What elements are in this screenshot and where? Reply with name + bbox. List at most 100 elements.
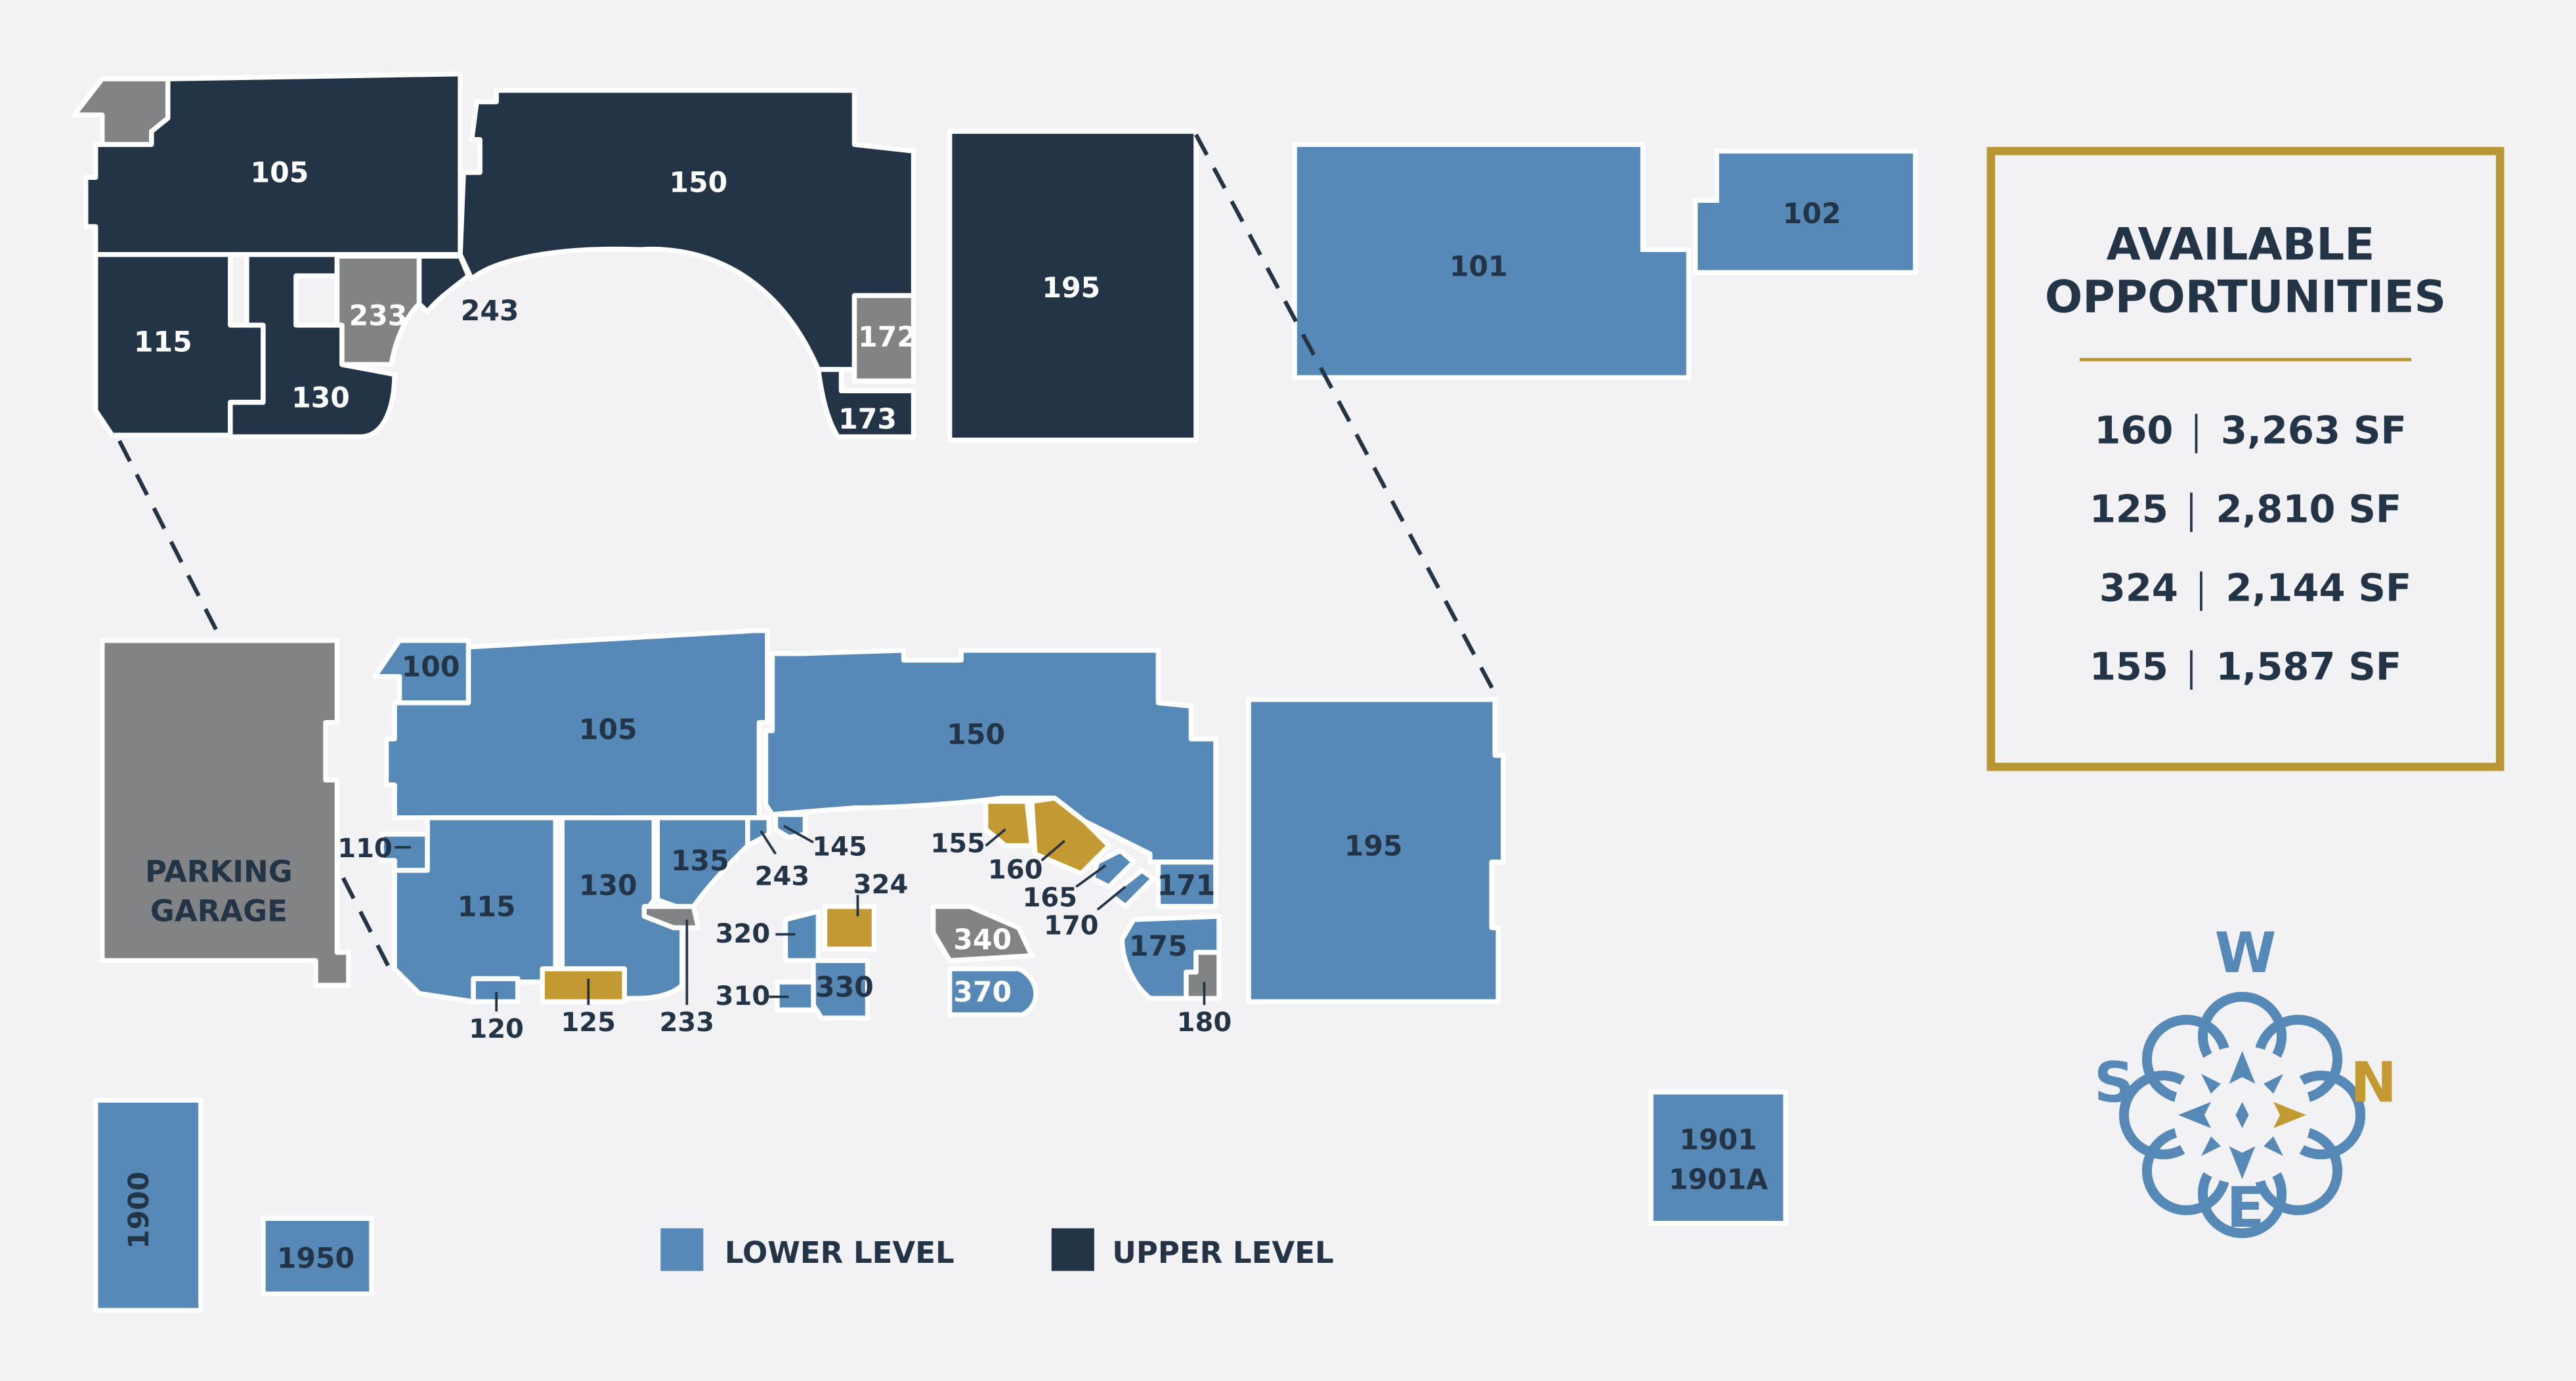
compass-top: W — [2215, 921, 2277, 986]
row-125-area: 2,810 SF — [2216, 488, 2402, 532]
lower-unit-310[interactable] — [775, 979, 816, 1013]
upper-unit-243[interactable] — [416, 253, 471, 315]
label-1900: 1900 — [123, 1172, 156, 1249]
building-1901[interactable] — [1648, 1089, 1788, 1226]
lower-level-labels: 100 105 150 195 110 115 130 135 145 243 … — [145, 652, 1402, 1044]
upper-unit-172[interactable] — [851, 293, 916, 384]
upper-unit-130[interactable] — [228, 252, 397, 440]
lower-unit-125[interactable] — [540, 966, 628, 1004]
compass-letters: W N E S — [2094, 921, 2397, 1241]
upper-level-labels: 105 150 195 115 130 233 243 172 173 — [134, 158, 1100, 436]
label-1901A: 1901A — [1669, 1164, 1768, 1196]
upper-label-172: 172 — [858, 322, 916, 354]
upper-label-173: 173 — [838, 404, 897, 436]
panel-title-line2: OPPORTUNITIES — [2045, 270, 2446, 322]
label-101: 101 — [1449, 251, 1508, 283]
lower-label-370: 370 — [953, 977, 1012, 1009]
label-1901: 1901 — [1679, 1124, 1757, 1157]
row-155-unit: 155 — [2090, 645, 2168, 689]
label-102: 102 — [1783, 198, 1841, 230]
upper-right-blocks — [1292, 142, 1918, 381]
upper-unit-150[interactable] — [458, 87, 916, 372]
row-324-unit: 324 — [2099, 566, 2178, 610]
lower-unit-170[interactable] — [1108, 868, 1156, 909]
lower-label-115: 115 — [458, 891, 516, 924]
lower-unit-340[interactable] — [930, 904, 1035, 964]
upper-label-243: 243 — [461, 295, 519, 328]
lower-label-340: 340 — [953, 924, 1012, 956]
standalone-buildings — [93, 1089, 1788, 1313]
row-160-area: 3,263 SF — [2221, 408, 2407, 452]
lower-label-150: 150 — [947, 719, 1005, 751]
lower-unit-195[interactable] — [1246, 697, 1506, 1004]
lower-label-233: 233 — [660, 1008, 715, 1038]
lower-label-100: 100 — [402, 652, 460, 684]
lower-unit-370[interactable] — [947, 966, 1039, 1017]
upper-label-115: 115 — [134, 326, 192, 358]
lower-label-160: 160 — [988, 855, 1043, 885]
upper-label-233: 233 — [349, 300, 408, 332]
available-opportunities-panel: AVAILABLE OPPORTUNITIES 160 3,263 SF 125… — [1986, 146, 2504, 771]
lower-label-324: 324 — [853, 870, 909, 900]
lower-label-320: 320 — [716, 919, 771, 949]
lower-label-171: 171 — [1157, 870, 1216, 902]
panel-title-line1: AVAILABLE — [2107, 218, 2375, 270]
lower-label-310: 310 — [716, 981, 771, 1011]
legend-label-lower: LOWER LEVEL — [725, 1235, 955, 1270]
upper-label-195: 195 — [1042, 272, 1100, 305]
lower-unit-120[interactable] — [471, 976, 521, 1004]
legend-swatch-lower — [660, 1228, 704, 1271]
parking-label-line2: GARAGE — [150, 894, 288, 929]
compass-rose-icon — [2118, 992, 2366, 1239]
row-155-area: 1,587 SF — [2216, 645, 2402, 689]
lower-unit-171[interactable] — [1155, 859, 1218, 909]
parking-garage — [99, 637, 351, 988]
lower-label-195: 195 — [1344, 830, 1403, 862]
compass-left: S — [2094, 1051, 2134, 1116]
lower-unit-101[interactable] — [1292, 142, 1692, 381]
building-1950[interactable] — [261, 1216, 374, 1297]
row-160-unit: 160 — [2094, 408, 2173, 452]
upper-label-150: 150 — [669, 167, 727, 200]
parking-label-line1: PARKING — [145, 854, 293, 889]
lower-label-330: 330 — [815, 972, 874, 1004]
lower-unit-145[interactable] — [773, 812, 808, 840]
leader-lines — [395, 824, 1206, 1012]
label-1950: 1950 — [277, 1243, 354, 1275]
upper-unit-195[interactable] — [947, 129, 1199, 443]
lower-label-120: 120 — [469, 1014, 524, 1044]
compass-right: N — [2350, 1051, 2397, 1116]
row-125-unit: 125 — [2090, 488, 2168, 532]
legend-label-upper: UPPER LEVEL — [1112, 1235, 1333, 1270]
compass-bottom: E — [2226, 1176, 2264, 1241]
upper-label-105: 105 — [251, 158, 309, 190]
lower-label-130: 130 — [579, 870, 637, 902]
lower-label-165: 165 — [1022, 883, 1077, 913]
lower-unit-324[interactable] — [822, 904, 877, 952]
lower-label-110: 110 — [337, 834, 393, 864]
lower-unit-243[interactable] — [745, 815, 772, 849]
lower-unit-320[interactable] — [783, 908, 821, 964]
lower-label-170: 170 — [1044, 911, 1099, 941]
lower-unit-150[interactable] — [763, 647, 1218, 865]
lower-unit-102[interactable] — [1692, 148, 1918, 276]
lower-label-135: 135 — [671, 845, 729, 878]
lower-label-105: 105 — [579, 714, 637, 746]
lower-unit-160[interactable] — [1029, 796, 1112, 876]
lower-label-145: 145 — [812, 832, 867, 862]
upper-unit-173[interactable] — [815, 367, 916, 440]
panel-frame — [1986, 146, 2504, 771]
upper-level-plan — [72, 71, 1199, 443]
lower-label-175: 175 — [1129, 931, 1188, 963]
top-right-labels: 101 102 — [1449, 198, 1841, 283]
building-1900[interactable] — [93, 1097, 204, 1313]
building-labels: 1900 1950 1901 1901A — [123, 1124, 1768, 1275]
lower-label-125: 125 — [561, 1008, 616, 1038]
lower-unit-180[interactable] — [1184, 950, 1222, 1001]
legend: LOWER LEVEL UPPER LEVEL — [660, 1228, 1334, 1271]
lower-label-180: 180 — [1177, 1008, 1232, 1038]
lower-level-plan — [99, 627, 1506, 1021]
lower-label-155: 155 — [930, 828, 985, 859]
lower-label-243: 243 — [755, 861, 810, 891]
